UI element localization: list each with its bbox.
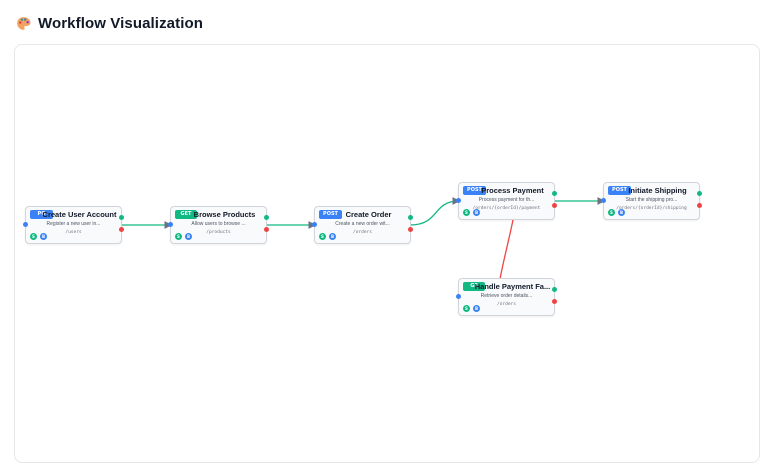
error-handle[interactable] [408,227,413,232]
node-title: Browse Products [193,210,256,219]
success-handle[interactable] [119,215,124,220]
input-handle[interactable] [168,222,173,227]
input-handle[interactable] [23,222,28,227]
node-title: Initiate Shipping [628,186,687,195]
method-badge: GE [463,282,485,291]
node-title: Process Payment [481,186,544,195]
success-chip: S [463,209,470,216]
page-header: Workflow Visualization [16,12,203,34]
node-description: Process payment for th... [478,197,535,203]
page-title: Workflow Visualization [38,14,204,32]
error-handle[interactable] [697,203,702,208]
input-handle[interactable] [312,222,317,227]
node-description: Create a new order wit... [335,221,390,227]
node-title: Create User Account [42,210,117,219]
success-handle[interactable] [552,191,557,196]
body-chip: B [473,209,480,216]
node-path: /users [65,230,82,235]
success-chip: S [463,305,470,312]
node-path: /orders/{orderId}/shipping [616,206,687,211]
method-badge: POST [319,210,342,219]
body-chip: B [185,233,192,240]
node-title: Handle Payment Fa... [474,282,551,291]
node-path: /orders [497,302,516,307]
error-handle[interactable] [119,227,124,232]
input-handle[interactable] [601,198,606,203]
input-handle[interactable] [456,198,461,203]
node-title: Create Order [345,210,392,219]
body-chip: B [329,233,336,240]
node-initiate-shipping[interactable]: POST Initiate Shipping Start the shippin… [601,182,702,220]
body-chip: B [618,209,625,216]
input-handle[interactable] [456,294,461,299]
node-description: Start the shipping pro... [625,197,678,203]
node-path: /orders/{orderId}/payment [472,206,541,211]
success-chip: S [175,233,182,240]
method-badge: PO [30,210,53,219]
node-description: Retrieve order details... [480,293,533,299]
node-description: Allow users to browse ... [191,221,246,227]
success-handle[interactable] [552,287,557,292]
success-handle[interactable] [264,215,269,220]
node-create-user-account[interactable]: PO Create User Account Register a new us… [23,206,124,244]
error-handle[interactable] [552,203,557,208]
error-handle[interactable] [552,299,557,304]
node-create-order[interactable]: POST Create Order Create a new order wit… [312,206,413,244]
success-chip: S [30,233,37,240]
success-chip: S [608,209,615,216]
method-badge: POST [463,186,486,195]
method-badge: POST [608,186,631,195]
success-chip: S [319,233,326,240]
body-chip: B [473,305,480,312]
workflow-canvas[interactable] [14,44,760,463]
node-description: Register a new user in... [46,221,101,227]
success-handle[interactable] [408,215,413,220]
node-browse-products[interactable]: GET Browse Products Allow users to brows… [168,206,269,244]
palette-icon [17,16,31,30]
node-process-payment[interactable]: POST Process Payment Process payment for… [456,182,557,220]
node-path: /orders [353,230,372,235]
success-handle[interactable] [697,191,702,196]
body-chip: B [40,233,47,240]
error-handle[interactable] [264,227,269,232]
node-path: /products [206,230,231,235]
method-badge: GET [175,210,197,219]
node-handle-payment-failure[interactable]: GE Handle Payment Fa... Retrieve order d… [456,278,557,316]
